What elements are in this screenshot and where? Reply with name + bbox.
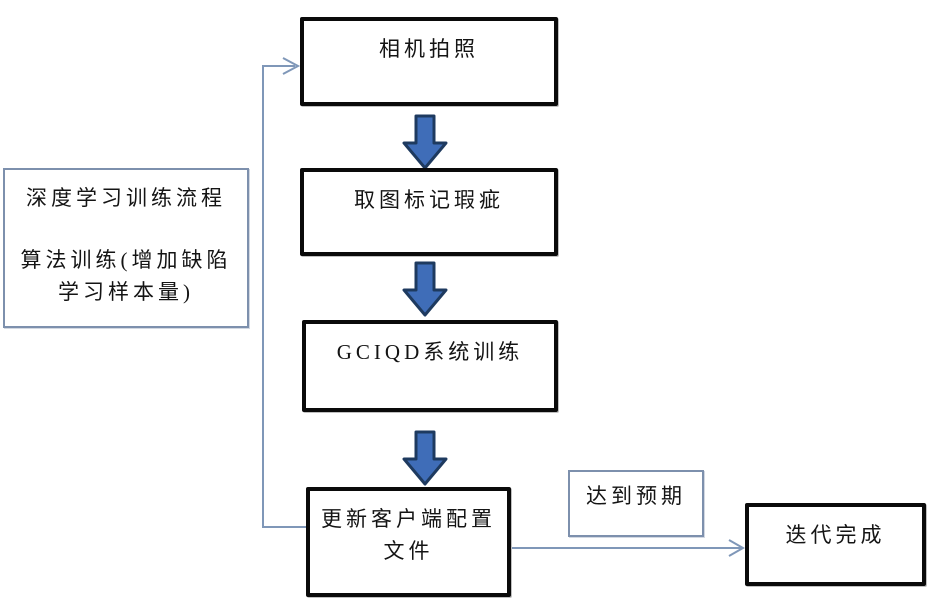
node-camera-capture: 相机拍照 bbox=[300, 17, 558, 106]
legend-line-1: 深度学习训练流程 bbox=[26, 186, 226, 210]
legend-line-2: 算法训练(增加缺陷 bbox=[20, 248, 232, 272]
node-mark-defects-label: 取图标记瑕疵 bbox=[354, 188, 504, 212]
node-system-training: GCIQD系统训练 bbox=[302, 320, 558, 412]
node-system-training-label: GCIQD系统训练 bbox=[336, 340, 524, 364]
node-camera-capture-label: 相机拍照 bbox=[379, 37, 479, 61]
expectation-label: 达到预期 bbox=[586, 484, 686, 508]
success-connector-arrow bbox=[512, 539, 746, 557]
node-update-config: 更新客户端配置 文件 bbox=[306, 487, 511, 597]
legend-line-3: 学习样本量) bbox=[58, 280, 194, 304]
legend-box: 深度学习训练流程 算法训练(增加缺陷 学习样本量) bbox=[3, 168, 249, 328]
node-mark-defects: 取图标记瑕疵 bbox=[300, 168, 558, 256]
node-iteration-done-label: 迭代完成 bbox=[785, 523, 886, 547]
node-iteration-done: 迭代完成 bbox=[745, 503, 926, 586]
node-update-config-line-1: 更新客户端配置 bbox=[321, 507, 496, 531]
expectation-label-box: 达到预期 bbox=[568, 470, 704, 537]
loop-connector-arrow bbox=[262, 57, 306, 528]
node-update-config-line-2: 文件 bbox=[383, 539, 434, 563]
down-block-arrow-icon bbox=[402, 430, 448, 486]
down-block-arrow-icon bbox=[402, 114, 448, 170]
down-block-arrow-icon bbox=[402, 261, 448, 317]
